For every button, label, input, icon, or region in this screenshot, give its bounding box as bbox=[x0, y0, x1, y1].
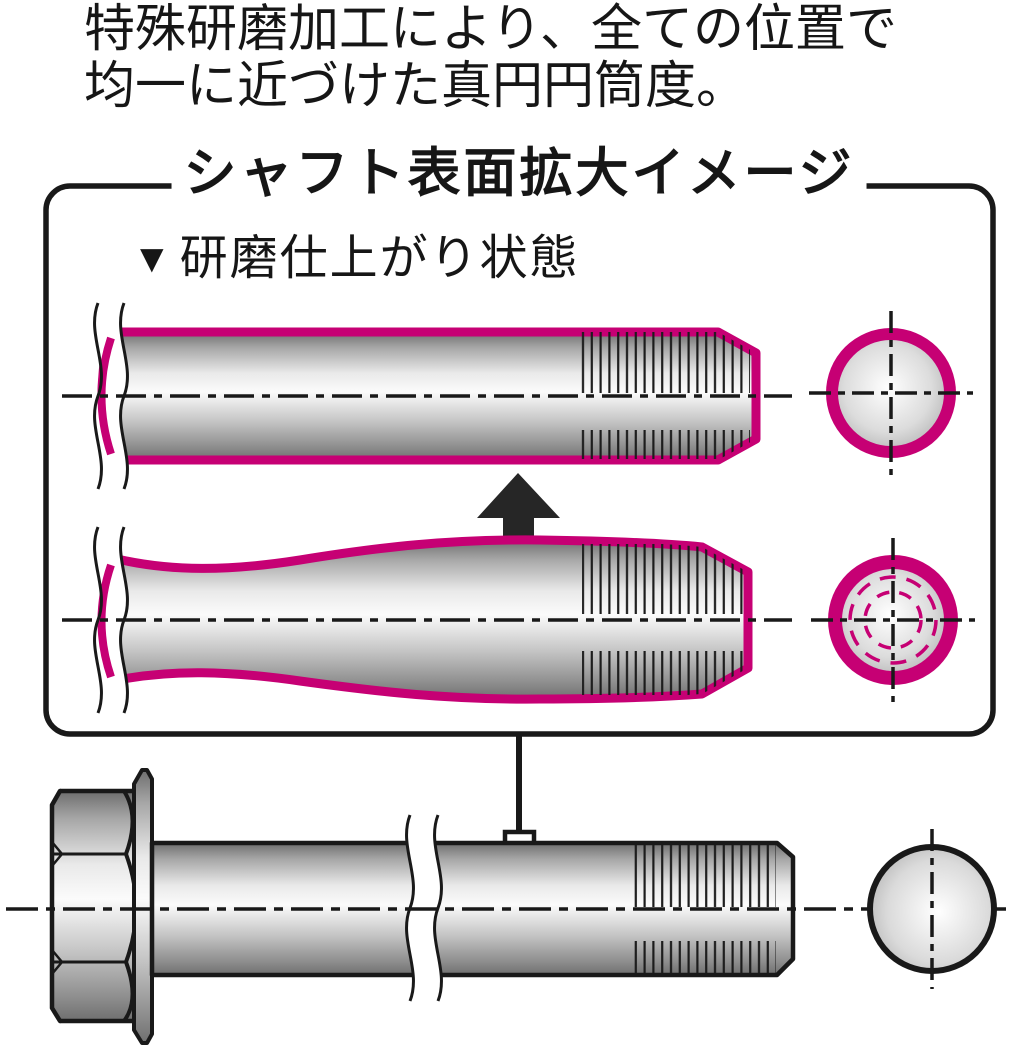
unpolished-shaft-illustration bbox=[62, 527, 792, 713]
hex-edge-chamfer-notches bbox=[51, 841, 64, 975]
polished-shaft-illustration bbox=[62, 303, 792, 489]
bolt-threads bbox=[630, 845, 776, 973]
crosshair-bottom-circle bbox=[811, 538, 975, 702]
runout-ring-inner bbox=[863, 590, 923, 650]
bolt-flange-washer bbox=[132, 768, 154, 1045]
runout-ring-outer bbox=[848, 575, 938, 665]
page-heading: 特殊研磨加工により、全ての位置で 均一に近づけた真円円筒度。 bbox=[84, 0, 897, 114]
polish-state-label-text: 研磨仕上がり状態 bbox=[179, 232, 580, 285]
bolt-illustration bbox=[6, 768, 1006, 1045]
polished-shaft-threads bbox=[578, 332, 750, 459]
round-cross-section-circle bbox=[809, 311, 973, 475]
bolt-end-view-circle bbox=[867, 829, 997, 989]
up-arrow-icon bbox=[477, 473, 560, 540]
bolt-hex-head bbox=[49, 788, 140, 1024]
out-of-round-cross-section-circle bbox=[811, 538, 975, 702]
triangle-marker-icon: ▼ bbox=[132, 237, 174, 281]
polish-state-label: ▼研磨仕上がり状態 bbox=[132, 232, 580, 286]
heading-line-2: 均一に近づけた真円円筒度。 bbox=[84, 57, 748, 114]
panel-title: シャフト表面拡大イメージ bbox=[171, 146, 867, 202]
crosshair-top-circle bbox=[809, 311, 973, 475]
heading-line-1: 特殊研磨加工により、全ての位置で bbox=[84, 0, 897, 57]
